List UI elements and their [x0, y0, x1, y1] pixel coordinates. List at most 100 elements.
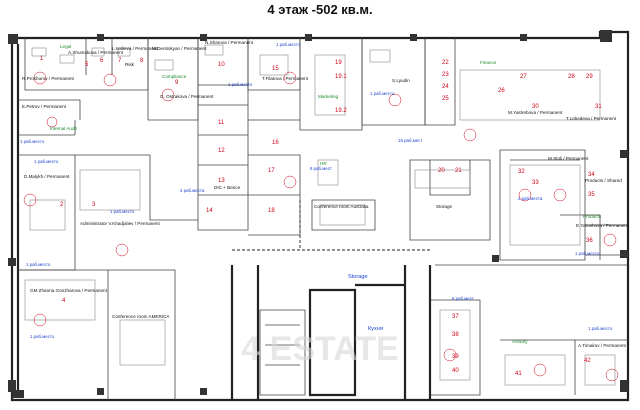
dept-hr: HR	[320, 161, 327, 166]
svg-text:9: 9	[175, 80, 179, 86]
seat-label: 1 раб.место	[575, 251, 600, 256]
room-numbers: 1 2 3 4 5 6 7 8 9 10 11 12 13 14 15 16 1…	[40, 56, 602, 377]
svg-text:26: 26	[498, 88, 505, 94]
svg-text:16: 16	[272, 140, 279, 146]
dept-actuary: Actuary	[512, 339, 528, 344]
svg-text:22: 22	[442, 60, 449, 66]
room-storage-center: Storage	[348, 274, 368, 280]
person-label: D.Malykh / Permanent	[24, 174, 70, 179]
watermark: 4 ESTATE	[241, 330, 398, 368]
person-label: L.Ivalieva / Permanent	[112, 46, 158, 51]
svg-text:2: 2	[60, 202, 64, 208]
svg-text:36: 36	[586, 238, 593, 244]
interior-walls	[18, 38, 628, 400]
seat-label: 1 раб.место	[276, 42, 301, 47]
person-label: Products / Shared	[585, 178, 622, 183]
seat-label: 1 раб.место	[588, 326, 613, 331]
seat-label: 1 раб.место	[110, 209, 135, 214]
person-label: A.Shumakova / Permanent	[68, 50, 124, 55]
svg-text:4: 4	[62, 298, 66, 304]
svg-text:35: 35	[588, 192, 595, 198]
dept-compliance: Compliance	[162, 74, 187, 79]
person-label: M.Stoli / Permanent	[548, 156, 589, 161]
seat-label: 1 раб.место	[26, 262, 51, 267]
person-labels: A.Shumakova / Permanent L.Ivalieva / Per…	[22, 40, 629, 348]
svg-text:32: 32	[518, 169, 525, 175]
svg-text:19: 19	[335, 60, 342, 66]
room-conference-america: Conference room AMERICA	[112, 314, 170, 319]
svg-text:19.1: 19.1	[335, 74, 347, 80]
room-kitchen: Кухня	[368, 326, 383, 332]
svg-text:42: 42	[584, 358, 591, 364]
svg-text:6: 6	[100, 58, 104, 64]
person-label: S.Lyudin	[392, 78, 410, 83]
svg-text:39: 39	[452, 354, 459, 360]
pillars	[8, 30, 628, 398]
person-label: Risk	[125, 62, 135, 67]
svg-text:3: 3	[92, 202, 96, 208]
svg-text:1: 1	[40, 56, 44, 62]
svg-text:38: 38	[452, 332, 459, 338]
room-conference-australia: Conference room Australia	[314, 204, 369, 209]
person-label: GM Zhanna Gonzharova / Permanent	[30, 288, 108, 293]
plan-title: 4 этаж -502 кв.м.	[267, 2, 373, 17]
room-storage: Storage	[436, 204, 453, 209]
svg-text:19.2: 19.2	[335, 108, 347, 114]
person-label: M.Dentiokyan / Permanent	[152, 46, 207, 51]
svg-text:14: 14	[206, 208, 213, 214]
person-label: E.Yaroshova / Permanent	[576, 223, 629, 228]
seat-label: 8 раб.мест	[310, 166, 332, 171]
svg-text:8: 8	[140, 58, 144, 64]
dept-finance: Finance	[480, 60, 497, 65]
person-label: Administrator V.Khadjaliev / Permanent	[80, 221, 160, 226]
svg-text:28: 28	[568, 74, 575, 80]
seat-labels: 1 раб.место 1 раб.место 1 раб.место 1 ра…	[20, 42, 613, 339]
person-label: A.Timakov / Permanent	[578, 343, 627, 348]
svg-text:30: 30	[532, 104, 539, 110]
dept-legal: Legal	[60, 44, 71, 49]
svg-text:37: 37	[452, 314, 459, 320]
person-label: R.Prokhurov / Permanent	[22, 76, 75, 81]
svg-text:20: 20	[438, 168, 445, 174]
svg-text:18: 18	[268, 208, 275, 214]
svg-text:27: 27	[520, 74, 527, 80]
dept-internal-audit: Internal Audit	[50, 126, 78, 131]
svg-text:21: 21	[455, 168, 462, 174]
person-label: T.Filatova / Permanent	[262, 76, 309, 81]
dept-products: Products	[583, 214, 602, 219]
furniture	[24, 44, 616, 386]
svg-text:5: 5	[85, 62, 89, 68]
person-label: T.Lebedeva / Permanent	[566, 116, 617, 121]
person-label: M.Yastrebova / Permanent	[508, 110, 563, 115]
svg-text:34: 34	[588, 172, 595, 178]
svg-text:24: 24	[442, 84, 449, 90]
desk-markers	[23, 71, 619, 382]
svg-text:23: 23	[442, 72, 449, 78]
person-label: G. Ostrakova / Permanent	[160, 94, 214, 99]
seat-label: 6 раб.мест	[452, 296, 474, 301]
svg-text:29: 29	[586, 74, 593, 80]
room-labels: Conference room AMERICA Conference room …	[112, 185, 453, 332]
svg-text:12: 12	[218, 148, 225, 154]
seat-label: 2 раб.места	[518, 196, 543, 201]
svg-text:10: 10	[218, 62, 225, 68]
seat-label: 1 раб.место	[34, 159, 59, 164]
seat-label: 16 раб.мест	[398, 138, 422, 143]
svg-text:13: 13	[218, 178, 225, 184]
seat-label: 1 раб.место	[228, 82, 253, 87]
department-labels: Legal Compliance Marketing Finance HR In…	[50, 44, 602, 344]
svg-text:41: 41	[515, 371, 522, 377]
svg-text:7: 7	[118, 58, 122, 64]
svg-text:40: 40	[452, 368, 459, 374]
seat-label: 4 раб.места	[180, 188, 205, 193]
svg-text:17: 17	[268, 168, 275, 174]
svg-text:11: 11	[218, 120, 225, 126]
person-label: E.Petrov / Permanent	[22, 104, 67, 109]
dept-marketing: Marketing	[318, 94, 339, 99]
seat-label: 1 раб.место	[370, 91, 395, 96]
person-label: N.Sharova / Permanent	[205, 40, 254, 45]
svg-text:15: 15	[272, 66, 279, 72]
room-dic: DIC + Bence	[214, 185, 241, 190]
svg-text:25: 25	[442, 96, 449, 102]
